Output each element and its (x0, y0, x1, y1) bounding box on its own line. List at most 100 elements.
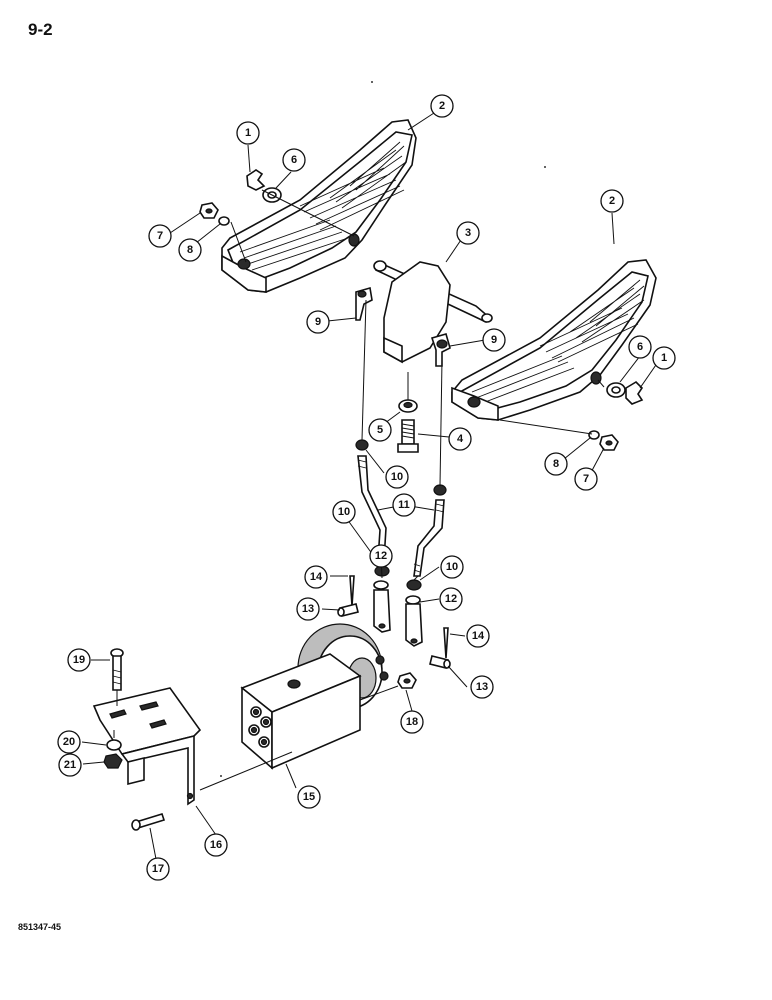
svg-text:2: 2 (609, 195, 615, 207)
callout-10: 10 (385, 465, 409, 489)
svg-text:13: 13 (476, 681, 488, 693)
svg-text:4: 4 (457, 433, 464, 445)
svg-text:3: 3 (465, 227, 471, 239)
callout-6: 6 (628, 335, 652, 359)
svg-text:11: 11 (398, 499, 410, 511)
control-rod-right (413, 499, 445, 577)
callout-16: 16 (204, 833, 228, 857)
svg-text:12: 12 (445, 593, 457, 605)
valve-nut-18 (397, 672, 417, 689)
svg-text:15: 15 (303, 791, 315, 803)
svg-text:8: 8 (187, 244, 193, 256)
callout-8: 8 (178, 238, 202, 262)
svg-text:8: 8 (553, 458, 559, 470)
washer-5 (398, 399, 418, 413)
svg-text:6: 6 (291, 154, 297, 166)
print-speck (371, 81, 373, 83)
nut-right (599, 434, 619, 451)
callout-3: 3 (456, 221, 480, 245)
svg-text:9: 9 (491, 334, 497, 346)
callout-2: 2 (600, 189, 624, 213)
svg-text:2: 2 (439, 100, 445, 112)
pilot-valve-assembly (240, 623, 389, 770)
callout-5: 5 (368, 418, 392, 442)
callout-15: 15 (297, 785, 321, 809)
clevis-left (373, 580, 391, 633)
nut-21 (103, 753, 123, 769)
callout-12: 12 (369, 544, 393, 568)
right-foot-pedal (451, 259, 657, 421)
pedal-shaft-bracket (373, 260, 493, 364)
callout-4: 4 (448, 427, 472, 451)
washer-20 (106, 739, 122, 751)
svg-text:6: 6 (637, 341, 643, 353)
callout-12: 12 (439, 587, 463, 611)
callout-21: 21 (58, 753, 82, 777)
clevis-pin-left (337, 603, 359, 617)
mounting-bracket (92, 687, 202, 806)
mounting-bolt-19 (110, 648, 124, 691)
callout-6: 6 (282, 148, 306, 172)
drawing-code: 851347-45 (18, 922, 62, 932)
ball-joint-left (355, 286, 373, 321)
cotter-pin-left (349, 575, 355, 607)
ball-joint-right (430, 333, 451, 367)
callout-9: 9 (306, 310, 330, 334)
svg-text:1: 1 (245, 127, 251, 139)
svg-text:7: 7 (157, 230, 163, 242)
page-number: 9-2 (28, 20, 53, 39)
svg-text:10: 10 (338, 506, 350, 518)
callout-7: 7 (148, 224, 172, 248)
svg-text:18: 18 (406, 716, 418, 728)
assembly-lines (113, 189, 605, 791)
svg-text:19: 19 (73, 654, 85, 666)
bolt-4 (397, 419, 419, 453)
callout-10: 10 (332, 500, 356, 524)
svg-text:14: 14 (472, 630, 485, 642)
svg-text:17: 17 (152, 863, 164, 875)
callout-18: 18 (400, 710, 424, 734)
washer-right (606, 382, 626, 398)
callout-13: 13 (296, 597, 320, 621)
svg-text:1: 1 (661, 352, 667, 364)
svg-text:10: 10 (391, 471, 403, 483)
nut-left (199, 202, 219, 219)
callout-1: 1 (236, 121, 260, 145)
callout-17: 17 (146, 857, 170, 881)
callout-13: 13 (470, 675, 494, 699)
clevis-pin-right (429, 655, 451, 669)
retaining-clip-left (246, 169, 266, 191)
svg-text:13: 13 (302, 603, 314, 615)
callout-11: 11 (392, 493, 416, 517)
callout-7: 7 (574, 467, 598, 491)
svg-text:21: 21 (64, 759, 76, 771)
svg-text:7: 7 (583, 473, 589, 485)
callout-1: 1 (652, 346, 676, 370)
clevis-right (405, 595, 423, 647)
svg-text:16: 16 (210, 839, 222, 851)
svg-text:10: 10 (446, 561, 458, 573)
print-speck (544, 166, 546, 168)
print-speck (220, 775, 222, 777)
callout-19: 19 (67, 648, 91, 672)
jam-nut-upper-left (355, 439, 369, 451)
jam-nut-lower-right (406, 579, 422, 591)
callout-9: 9 (482, 328, 506, 352)
cotter-pin-right (443, 627, 449, 659)
callout-14: 14 (466, 624, 490, 648)
callout-8: 8 (544, 452, 568, 476)
callout-14: 14 (304, 565, 328, 589)
mounting-bolt-17 (131, 813, 166, 831)
svg-text:20: 20 (63, 736, 75, 748)
retaining-clip-right (625, 380, 644, 405)
jam-nut-upper-right (433, 484, 447, 496)
svg-text:12: 12 (375, 550, 387, 562)
callout-20: 20 (57, 730, 81, 754)
left-foot-pedal (221, 119, 417, 293)
svg-text:14: 14 (310, 571, 323, 583)
lockwasher-right (588, 430, 600, 440)
svg-text:9: 9 (315, 316, 321, 328)
svg-text:5: 5 (377, 424, 383, 436)
callout-10: 10 (440, 555, 464, 579)
